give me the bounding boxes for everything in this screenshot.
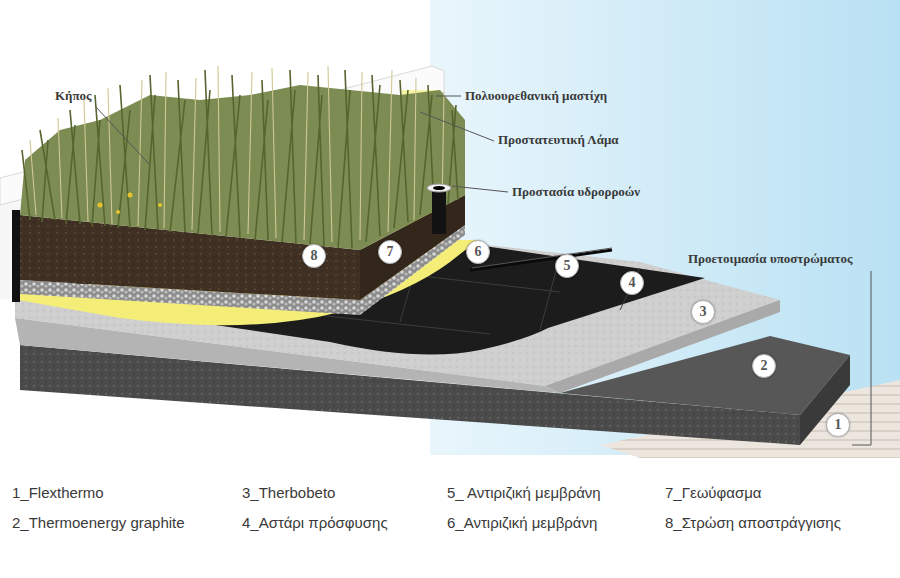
callout-circle: 8	[302, 244, 326, 268]
flower	[116, 210, 120, 214]
leader-line	[420, 112, 494, 141]
callout-circle: 2	[752, 354, 776, 378]
label-text: Πολυουρεθανική μαστίχη	[465, 88, 607, 104]
drain-pipe	[432, 188, 446, 234]
leader-line	[436, 96, 461, 97]
drain-opening	[433, 186, 445, 190]
label-text: Προστασία υδρορροών	[512, 184, 640, 200]
legend-item: 4_Αστάρι πρόσφυσης	[242, 514, 388, 532]
callout-number: 1	[835, 418, 842, 432]
legend-item: 1_Flexthermo	[12, 484, 104, 502]
leader-line	[95, 106, 150, 165]
callout-number: 8	[311, 249, 318, 263]
callout-circle: 5	[555, 254, 579, 278]
callout-number: 7	[387, 245, 394, 259]
callout-number: 2	[761, 359, 768, 373]
garden-flowers	[98, 193, 163, 215]
callout-circle: 4	[620, 271, 644, 295]
membrane-overlap	[470, 250, 612, 270]
callout-circle: 7	[378, 240, 402, 264]
membrane-upturn	[12, 210, 20, 302]
callout-number: 5	[564, 259, 571, 273]
label-text: Προετοιμασία υποστρώματος	[688, 251, 852, 267]
label-text: Προστατευτική Λάμα	[498, 132, 619, 148]
grass-seed-heads	[30, 66, 444, 242]
legend-item: 3_Therbobeto	[242, 484, 335, 502]
callout-circle: 1	[826, 413, 850, 437]
leader-line	[852, 271, 871, 445]
flower	[128, 193, 133, 198]
callout-circle: 3	[691, 300, 715, 324]
callout-number: 3	[700, 305, 707, 319]
flower	[158, 203, 162, 207]
grass-blades	[22, 70, 458, 248]
leader-line	[452, 186, 508, 192]
label-text: Κήπος	[55, 88, 92, 104]
flower	[98, 203, 103, 208]
membrane-overlap-highlight	[472, 248, 612, 268]
callout-number: 6	[475, 245, 482, 259]
leader-lines	[95, 96, 871, 445]
insulation-side	[800, 355, 850, 445]
legend-item: 6_Αντιριζική μεμβράνη	[447, 514, 597, 532]
legend-item: 2_Thermoenergy graphite	[12, 514, 185, 532]
legend-item: 5_ Αντιριζική μεμβράνη	[447, 484, 601, 502]
legend-item: 8_Στρώση αποστράγγισης	[665, 514, 841, 532]
drain-collar	[427, 184, 451, 192]
callout-circle: 6	[466, 240, 490, 264]
legend-item: 7_Γεωύφασμα	[665, 484, 762, 502]
callout-number: 4	[629, 276, 636, 290]
